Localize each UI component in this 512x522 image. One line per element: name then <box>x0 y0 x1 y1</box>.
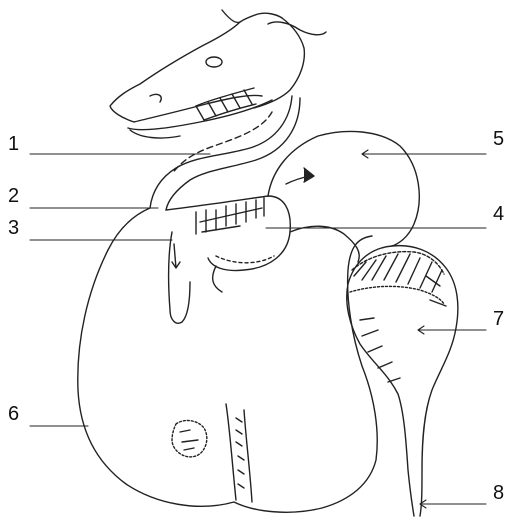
label-3: 3 <box>8 218 19 238</box>
label-2: 2 <box>8 186 19 206</box>
label-6: 6 <box>8 404 19 424</box>
label-1: 1 <box>8 134 19 154</box>
label-7: 7 <box>493 309 504 329</box>
abomasum <box>347 246 458 516</box>
rumen <box>78 208 377 512</box>
reticulum <box>166 196 290 271</box>
label-4: 4 <box>493 204 504 224</box>
leader-lines <box>30 150 486 508</box>
label-8: 8 <box>493 483 504 503</box>
label-5: 5 <box>493 129 504 149</box>
cow-head <box>110 10 326 138</box>
eye-icon <box>206 57 222 67</box>
